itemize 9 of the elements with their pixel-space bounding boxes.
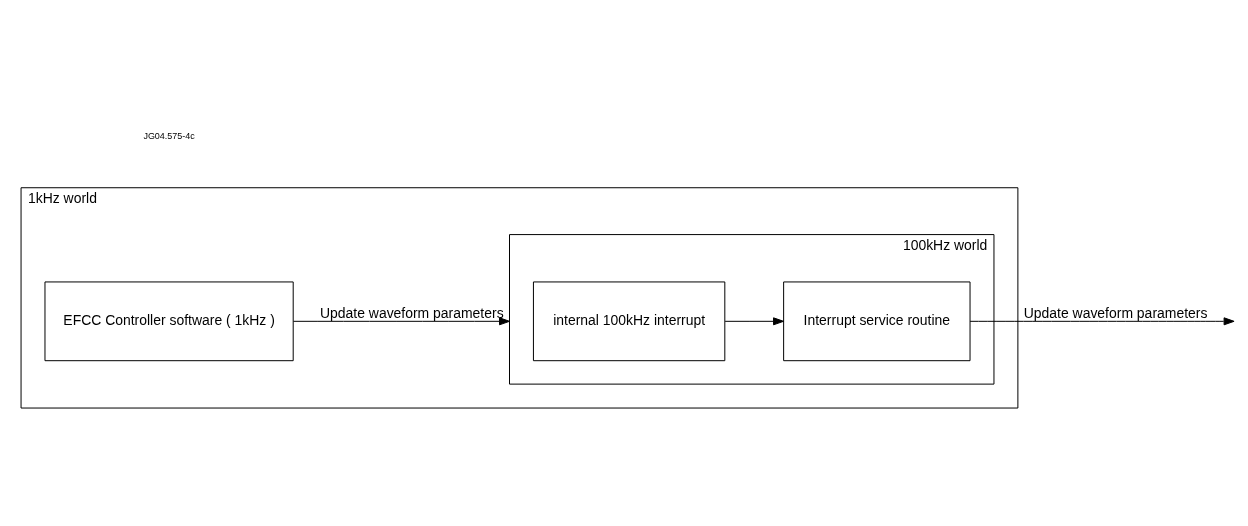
edge-label: Update waveform parameters	[320, 304, 504, 321]
node-box: internal 100kHz interrupt	[532, 281, 726, 362]
node-box: EFCC Controller software ( 1kHz )	[44, 281, 294, 362]
edge-label: Update waveform parameters	[1023, 304, 1208, 321]
arrow	[292, 317, 510, 326]
node-box: Interrupt service routine	[783, 281, 971, 362]
label: JG04.575-4c	[143, 131, 195, 142]
arrow	[969, 317, 1235, 326]
arrow	[724, 317, 784, 326]
